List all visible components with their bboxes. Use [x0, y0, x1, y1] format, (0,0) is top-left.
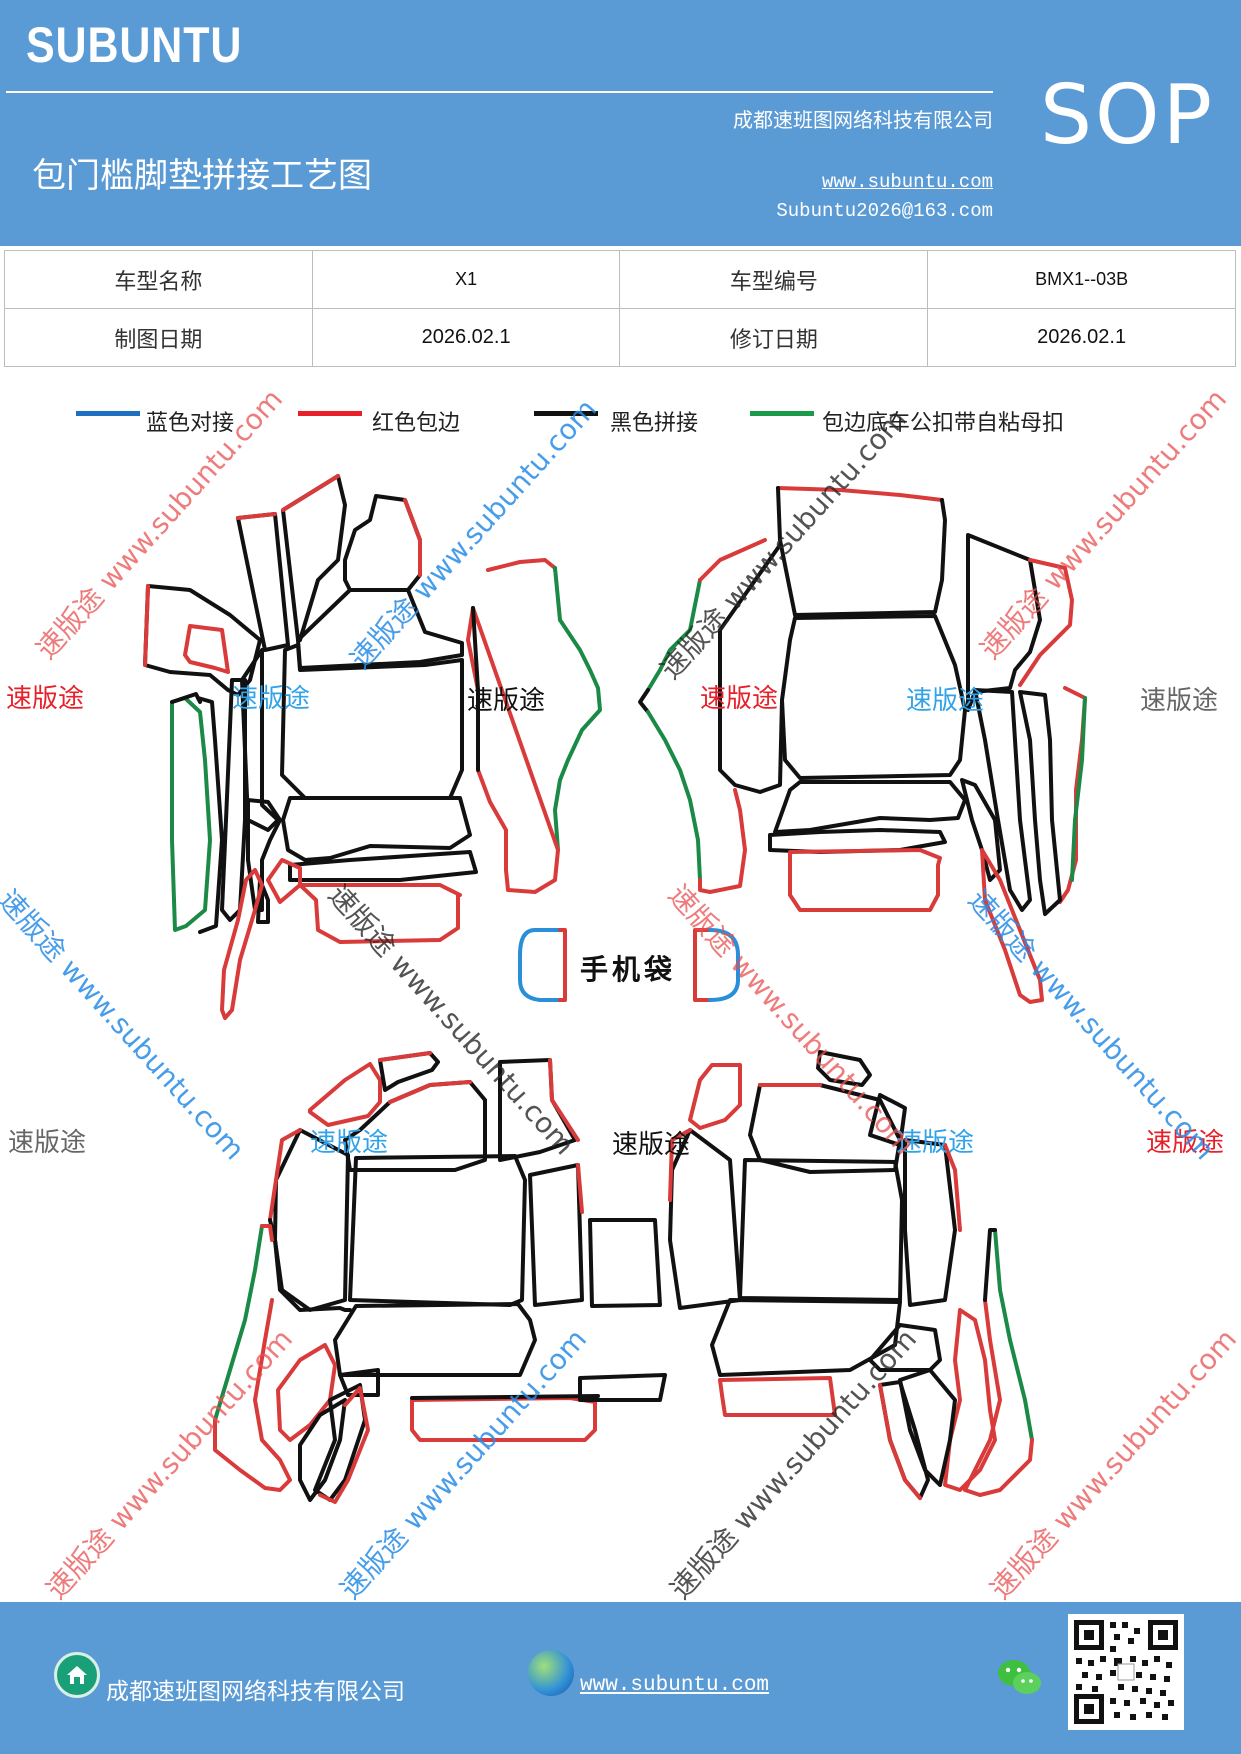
watermark-brand: 速版途: [896, 1128, 975, 1158]
watermark-brand: 速版途: [6, 684, 85, 714]
watermark-brand: 速版途: [310, 1128, 389, 1158]
legend-label-green: 包边底车公扣带自粘母扣: [822, 411, 1065, 436]
front-left-mat: [143, 474, 602, 1020]
model-code-label: 车型编号: [619, 250, 929, 309]
draw-date-label: 制图日期: [4, 308, 313, 367]
page-title: 包门槛脚垫拼接工艺图: [32, 156, 372, 196]
footer-company-name: 成都速班图网络科技有限公司: [106, 1679, 405, 1705]
brand-logo-text: SUBUNTU: [26, 17, 243, 73]
legend-swatch-blue: [76, 411, 140, 416]
home-icon-glyph: [67, 1666, 87, 1684]
footer-banner: 成都速班图网络科技有限公司 www.subuntu.com: [0, 1602, 1241, 1754]
mat-pieces-svg: [143, 474, 1087, 1504]
watermark-brand: 速版途: [1146, 1128, 1225, 1158]
header-divider: [6, 91, 993, 93]
watermark-brand: 速版途: [1140, 686, 1219, 716]
home-icon: [54, 1652, 100, 1698]
model-name-label: 车型名称: [4, 250, 313, 309]
header-company-name: 成都速班图网络科技有限公司: [733, 108, 993, 132]
mat-pattern-drawing: 速版途 速版途 速版途 速版途 速版途 速版途 速版途 速版途 速版途 速版途 …: [0, 383, 1241, 1606]
globe-icon: [528, 1650, 574, 1696]
table-row: 制图日期 2026.02.1 修订日期 2026.02.1: [4, 308, 1236, 367]
footer-website-link[interactable]: www.subuntu.com: [580, 1674, 770, 1697]
legend-swatch-red: [298, 411, 362, 416]
header-banner: SUBUNTU 成都速班图网络科技有限公司 包门槛脚垫拼接工艺图 www.sub…: [0, 0, 1241, 246]
qr-code-pattern: [1074, 1620, 1178, 1724]
watermark-brand: 速版途: [612, 1130, 691, 1160]
phone-pocket-pieces: [518, 928, 740, 1002]
qr-code: [1068, 1614, 1184, 1730]
draw-date-value: 2026.02.1: [311, 308, 621, 367]
wechat-icon: [996, 1656, 1044, 1700]
legend-label-red: 红色包边: [372, 411, 461, 436]
watermark-brand: 速版途: [232, 684, 311, 714]
front-right-mat: [638, 486, 1087, 1004]
watermark-brand: 速版途: [700, 684, 779, 714]
legend-swatch-black: [534, 411, 598, 416]
model-name-value: X1: [311, 250, 621, 309]
revise-date-label: 修订日期: [619, 308, 929, 367]
revise-date-value: 2026.02.1: [927, 308, 1236, 367]
phone-pocket-label: 手机袋: [580, 953, 677, 986]
legend-swatch-green: [750, 411, 814, 416]
watermark-brand: 速版途: [906, 686, 985, 716]
legend-label-black: 黑色拼接: [610, 411, 699, 436]
sop-badge: SOP: [1040, 68, 1216, 163]
watermark-brand: 速版途: [8, 1128, 87, 1158]
model-code-value: BMX1--03B: [927, 250, 1236, 309]
header-website-link[interactable]: www.subuntu.com: [821, 171, 993, 193]
watermark-brand: 速版途: [467, 686, 546, 716]
rear-mat: [213, 1050, 1034, 1504]
table-row: 车型名称 X1 车型编号 BMX1--03B: [4, 250, 1236, 309]
header-email: Subuntu2026@163.com: [776, 200, 993, 222]
vehicle-info-table: 车型名称 X1 车型编号 BMX1--03B 制图日期 2026.02.1 修订…: [4, 250, 1236, 367]
legend-label-blue: 蓝色对接: [146, 411, 235, 436]
